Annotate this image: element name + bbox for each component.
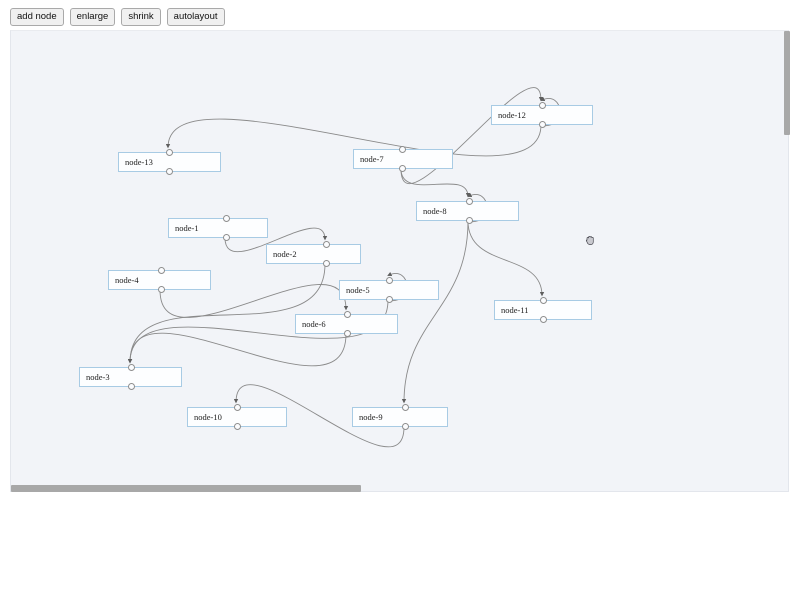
graph-node-input-port[interactable] xyxy=(398,146,406,153)
horizontal-scrollbar-thumb[interactable] xyxy=(11,485,361,492)
graph-node-label: node-2 xyxy=(273,249,297,259)
autolayout-button[interactable]: autolayout xyxy=(166,8,225,26)
graph-edge-node-8-to-node-11[interactable] xyxy=(467,220,545,297)
graph-edge-node-2-to-node-3[interactable] xyxy=(127,263,326,364)
graph-node-output-port[interactable] xyxy=(233,423,241,430)
graph-node-node-4[interactable]: node-4 xyxy=(108,267,211,293)
graph-node-label: node-10 xyxy=(194,412,222,422)
graph-node-output-port[interactable] xyxy=(157,286,165,293)
graph-edge-node-9-to-node-10[interactable] xyxy=(233,384,405,448)
graph-node-node-10[interactable]: node-10 xyxy=(187,404,287,430)
horizontal-scrollbar[interactable] xyxy=(11,484,788,493)
graph-node-node-12[interactable]: node-12 xyxy=(491,102,593,128)
graph-node-output-port[interactable] xyxy=(398,165,406,172)
graph-edge-node-7-to-node-12[interactable] xyxy=(400,87,544,185)
graph-edge-node-8-to-node-9[interactable] xyxy=(401,220,469,404)
graph-node-node-11[interactable]: node-11 xyxy=(494,297,592,323)
graph-node-label: node-6 xyxy=(302,319,326,329)
graph-node-node-6[interactable]: node-6 xyxy=(295,311,398,337)
graph-canvas[interactable]: node-1 node-2 node-3 node-4 node-5 node-6 node… xyxy=(10,30,789,492)
graph-node-output-port[interactable] xyxy=(127,383,135,390)
graph-node-node-3[interactable]: node-3 xyxy=(79,364,182,390)
graph-node-label: node-12 xyxy=(498,110,526,120)
graph-node-output-port[interactable] xyxy=(322,260,330,267)
graph-node-node-2[interactable]: node-2 xyxy=(266,241,361,267)
graph-node-node-13[interactable]: node-13 xyxy=(118,149,221,175)
graph-node-output-port[interactable] xyxy=(343,330,351,337)
toolbar: add node enlarge shrink autolayout xyxy=(10,8,225,26)
graph-node-node-9[interactable]: node-9 xyxy=(352,404,448,430)
graph-node-input-port[interactable] xyxy=(539,297,547,304)
graph-node-output-port[interactable] xyxy=(222,234,230,241)
shrink-button[interactable]: shrink xyxy=(121,8,161,26)
graph-node-label: node-5 xyxy=(346,285,370,295)
graph-node-input-port[interactable] xyxy=(322,241,330,248)
graph-node-output-port[interactable] xyxy=(401,423,409,430)
vertical-scrollbar[interactable] xyxy=(783,31,791,483)
graph-edge-node-4-to-node-6[interactable] xyxy=(159,284,349,318)
graph-node-input-port[interactable] xyxy=(157,267,165,274)
graph-node-input-port[interactable] xyxy=(127,364,135,371)
graph-node-output-port[interactable] xyxy=(539,316,547,323)
graph-node-label: node-11 xyxy=(501,305,529,315)
graph-node-label: node-3 xyxy=(86,372,110,382)
graph-node-label: node-8 xyxy=(423,206,447,216)
add-node-button[interactable]: add node xyxy=(10,8,64,26)
graph-node-label: node-13 xyxy=(125,157,153,167)
graph-node-node-8[interactable]: node-8 xyxy=(416,198,519,224)
graph-node-node-5[interactable]: node-5 xyxy=(339,277,439,303)
graph-edge-node-1-to-node-2[interactable] xyxy=(224,227,328,253)
graph-node-label: node-9 xyxy=(359,412,383,422)
graph-edge-node-7-to-node-8[interactable] xyxy=(400,168,471,198)
graph-node-input-port[interactable] xyxy=(233,404,241,411)
graph-edge-node-6-to-node-3[interactable] xyxy=(127,332,347,367)
graph-node-input-port[interactable] xyxy=(222,215,230,222)
graph-node-input-port[interactable] xyxy=(465,198,473,205)
graph-node-input-port[interactable] xyxy=(538,102,546,109)
enlarge-button[interactable]: enlarge xyxy=(69,8,116,26)
graph-node-output-port[interactable] xyxy=(538,121,546,128)
vertical-scrollbar-thumb[interactable] xyxy=(784,31,790,135)
graph-node-input-port[interactable] xyxy=(165,149,173,156)
graph-node-node-7[interactable]: node-7 xyxy=(353,146,453,172)
graph-node-input-port[interactable] xyxy=(401,404,409,411)
graph-node-label: node-4 xyxy=(115,275,139,285)
graph-node-output-port[interactable] xyxy=(165,168,173,175)
graph-node-output-port[interactable] xyxy=(465,217,473,224)
graph-node-node-1[interactable]: node-1 xyxy=(168,215,268,241)
graph-node-input-port[interactable] xyxy=(385,277,393,284)
graph-node-input-port[interactable] xyxy=(343,311,351,318)
graph-node-label: node-7 xyxy=(360,154,384,164)
graph-node-output-port[interactable] xyxy=(385,296,393,303)
graph-node-label: node-1 xyxy=(175,223,199,233)
graph-edge-node-12-to-node-13[interactable] xyxy=(165,118,542,157)
